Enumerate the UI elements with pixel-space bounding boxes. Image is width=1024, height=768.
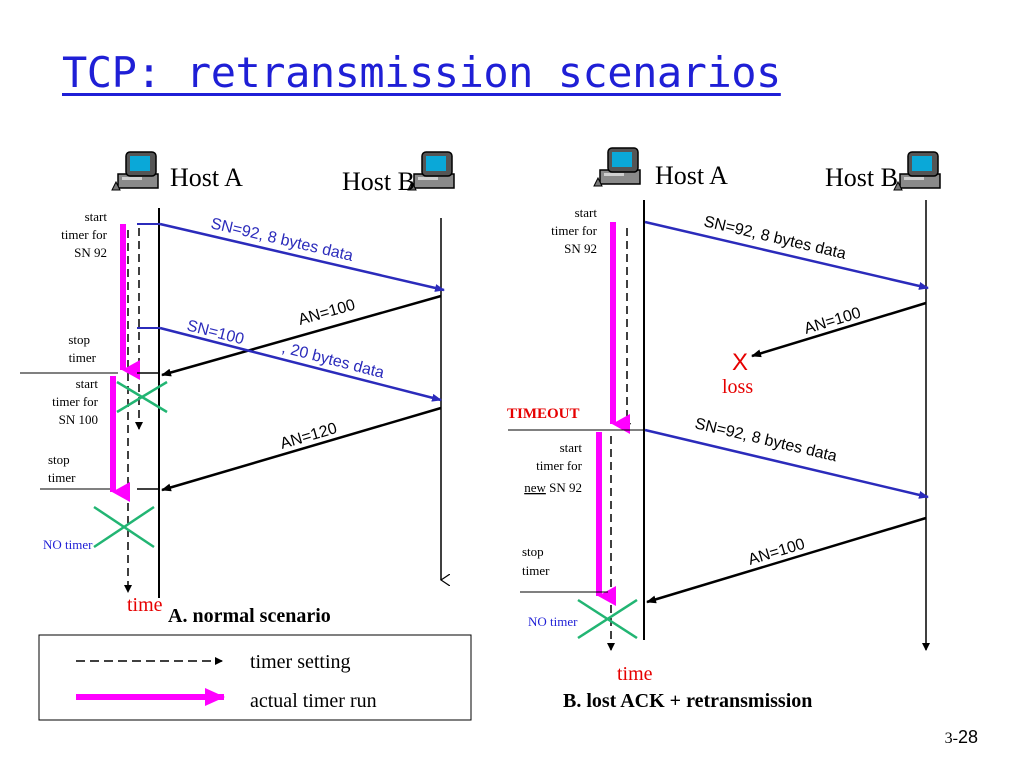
label-line: start — [85, 209, 108, 224]
label-line: timer for — [551, 223, 598, 238]
message-arrow-an100 — [161, 294, 442, 377]
cross-icon — [116, 380, 168, 414]
label-line: start — [76, 376, 99, 391]
message-label-sn100: SN=100 — [185, 317, 246, 348]
caption-b: B. lost ACK + retransmission — [563, 690, 812, 712]
start-timer-label-1: start timer for SN 92 — [61, 209, 108, 260]
page-number-value: 28 — [957, 727, 978, 747]
loss-label: loss — [722, 376, 753, 398]
label-line: stop — [522, 544, 544, 559]
loss-x-icon: X — [732, 349, 748, 376]
message-label-20bytes: , 20 bytes data — [280, 339, 386, 382]
label-line: SN 92 — [564, 241, 597, 256]
message-label-an100: AN=100 — [802, 305, 863, 338]
message-label-sn92: SN=92, 8 bytes data — [702, 213, 848, 263]
label-line: start — [575, 205, 598, 220]
start-timer-label-1: start timer for SN 92 — [551, 205, 598, 256]
label-line: stop — [68, 332, 90, 347]
message-arrow-an100 — [646, 516, 927, 604]
message-arrow-an120 — [161, 406, 442, 492]
legend-timer-setting: timer setting — [250, 651, 351, 673]
legend: timer setting actual timer run — [38, 634, 472, 721]
message-arrow-sn92 — [644, 220, 929, 290]
time-label: time — [617, 663, 653, 685]
no-timer-label: NO timer — [43, 537, 93, 552]
label-line: timer — [69, 350, 97, 365]
host-b-label: Host B — [342, 167, 415, 196]
page-number-prefix: 3- — [944, 730, 958, 747]
label-line: timer for — [52, 394, 99, 409]
scenario-b: Host A Host B SN=92, 8 bytes data AN=100… — [507, 147, 941, 712]
caption-a: A. normal scenario — [168, 605, 331, 627]
legend-actual-timer-run: actual timer run — [250, 690, 377, 712]
message-arrow-sn92-retransmit — [644, 428, 929, 499]
message-arrow-an100-lost — [751, 301, 927, 358]
new-word: new — [524, 480, 546, 495]
label-line: timer for — [61, 227, 108, 242]
label-line: SN 100 — [59, 412, 98, 427]
start-timer-label-2: start timer for new SN 92 — [524, 440, 582, 495]
start-timer-label-2: start timer for SN 100 — [52, 376, 99, 427]
no-timer-label: NO timer — [528, 614, 578, 629]
message-arrow-sn100 — [159, 326, 442, 402]
label-line: start — [560, 440, 583, 455]
computer-icon — [111, 151, 159, 191]
host-b-label: Host B — [825, 163, 898, 192]
label-line: stop — [48, 452, 70, 467]
legend-box — [38, 634, 472, 721]
page-number: 3-28 — [945, 727, 978, 748]
message-arrow-sn92 — [159, 222, 445, 292]
slide-title: TCP: retransmission scenarios — [62, 48, 781, 97]
computer-icon — [893, 151, 941, 191]
cross-icon — [93, 505, 155, 549]
label-line: new SN 92 — [524, 480, 582, 495]
timeout-label: TIMEOUT — [507, 406, 580, 422]
label-line: SN 92 — [74, 245, 107, 260]
cross-icon — [577, 598, 638, 640]
stop-timer-label-1: stop timer — [68, 332, 96, 365]
scenario-a: Host A Host B SN=92, 8 bytes data AN=100 — [20, 151, 455, 627]
computer-icon — [593, 147, 641, 187]
stop-timer-label-2: stop timer — [48, 452, 76, 485]
label-line: timer — [48, 470, 76, 485]
message-label-an100: AN=100 — [296, 297, 357, 329]
label-line: timer for — [536, 458, 583, 473]
host-a-label: Host A — [655, 161, 728, 190]
time-label: time — [127, 594, 163, 616]
host-a-label: Host A — [170, 163, 243, 192]
stop-timer-label: stop timer — [522, 544, 550, 578]
sn-word: SN 92 — [546, 480, 582, 495]
label-line: timer — [522, 563, 550, 578]
